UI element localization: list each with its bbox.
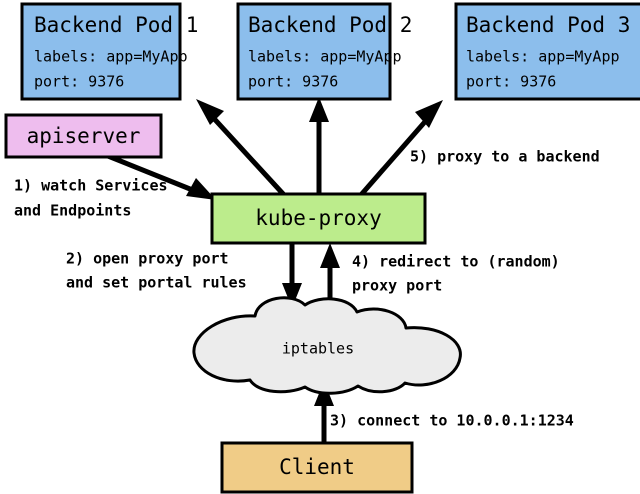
step-5-line-1: 5) proxy to a backend — [410, 148, 600, 166]
step-3-line-1: 3) connect to 10.0.0.1:1234 — [330, 412, 574, 430]
step-2-line-1: 2) open proxy port — [66, 250, 229, 268]
edge-kubeproxy-to-pod3 — [358, 100, 443, 198]
step-4-line-2: proxy port — [352, 277, 442, 295]
pod-3-title: Backend Pod 3 — [466, 13, 630, 37]
apiserver-label: apiserver — [27, 124, 141, 148]
pod-2-labels: labels: app=MyApp — [248, 48, 402, 66]
node-client[interactable]: Client — [220, 441, 414, 494]
label-step-3: 3) connect to 10.0.0.1:1234 — [330, 412, 574, 430]
label-step-4: 4) redirect to (random) proxy port — [352, 253, 560, 295]
pod-3-labels: labels: app=MyApp — [466, 48, 620, 66]
node-kube-proxy[interactable]: kube-proxy — [210, 192, 427, 245]
step-4-line-1: 4) redirect to (random) — [352, 253, 560, 271]
pod-2-title: Backend Pod 2 — [248, 13, 412, 37]
edge-kubeproxy-to-iptables — [282, 243, 302, 308]
label-step-2: 2) open proxy port and set portal rules — [66, 250, 247, 292]
edge-apiserver-to-kubeproxy — [107, 153, 216, 200]
pod-2-port: port: 9376 — [248, 73, 338, 91]
pod-1-title: Backend Pod 1 — [34, 13, 198, 37]
node-backend-pod-1[interactable]: Backend Pod 1 labels: app=MyApp port: 93… — [20, 2, 198, 101]
client-label: Client — [279, 455, 355, 479]
node-backend-pod-2[interactable]: Backend Pod 2 labels: app=MyApp port: 93… — [236, 2, 412, 101]
step-1-line-2: and Endpoints — [14, 202, 131, 220]
node-apiserver[interactable]: apiserver — [4, 113, 163, 159]
node-iptables-cloud[interactable]: iptables — [192, 296, 462, 395]
pod-1-labels: labels: app=MyApp — [34, 48, 188, 66]
pod-3-port: port: 9376 — [466, 73, 556, 91]
label-step-1: 1) watch Services and Endpoints — [14, 177, 168, 220]
iptables-label: iptables — [282, 340, 354, 358]
edge-kubeproxy-to-pod2 — [309, 97, 329, 196]
label-step-5: 5) proxy to a backend — [410, 148, 600, 166]
edge-kubeproxy-to-pod1 — [196, 99, 287, 198]
step-2-line-2: and set portal rules — [66, 274, 247, 292]
pod-1-port: port: 9376 — [34, 73, 124, 91]
kube-proxy-label: kube-proxy — [255, 206, 381, 230]
step-1-line-1: 1) watch Services — [14, 177, 168, 195]
node-backend-pod-3[interactable]: Backend Pod 3 labels: app=MyApp port: 93… — [454, 2, 640, 101]
